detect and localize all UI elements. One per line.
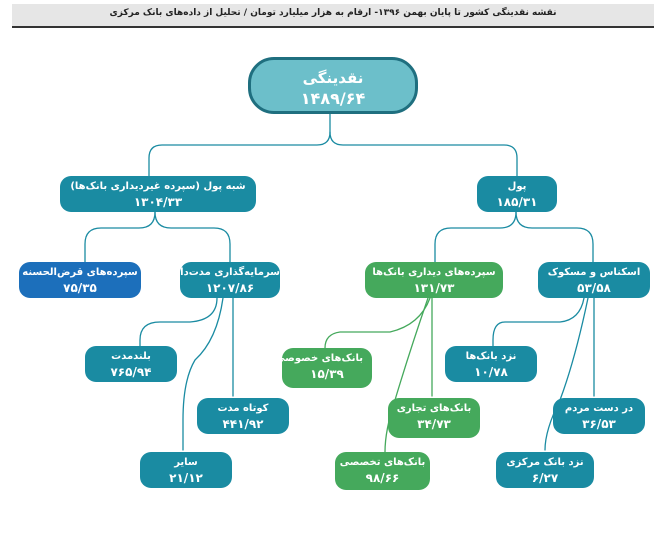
node-label: شبه پول (سپرده غیردیداری بانک‌ها)	[70, 181, 246, 192]
connector-notes-banks	[492, 297, 585, 347]
node-label: اسکناس و مسکوک	[547, 267, 641, 278]
node-short-term: کوتاه مدت ۴۴۱/۹۲	[197, 398, 289, 434]
connector-root-quasi	[148, 113, 331, 177]
connector-demand-specialized	[384, 297, 429, 453]
node-quasi-money: شبه پول (سپرده غیردیداری بانک‌ها) ۱۳۰۴/۳…	[60, 176, 256, 212]
node-label: کوتاه مدت	[217, 403, 269, 414]
node-label: بانک‌های خصوصی	[275, 353, 363, 364]
node-value: ۷۶۵/۹۴	[110, 365, 152, 379]
connector-money-demand	[434, 211, 517, 263]
node-label: پول	[507, 181, 527, 192]
node-qard-deposits: سپرده‌های قرض‌الحسنه ۷۵/۳۵	[19, 262, 141, 298]
node-value: ۳۴/۷۳	[417, 417, 451, 431]
node-label: بانک‌های تخصصی	[339, 457, 426, 468]
node-at-central-bank: نزد بانک مرکزی ۶/۲۷	[496, 452, 594, 488]
node-label: نزد بانک مرکزی	[506, 457, 584, 468]
connector-demand-private	[324, 297, 431, 349]
node-liquidity: نقدینگی ۱۴۸۹/۶۴	[248, 57, 418, 114]
node-specialized-banks: بانک‌های تخصصی ۹۸/۶۶	[335, 452, 430, 490]
node-long-term: بلندمدت ۷۶۵/۹۴	[85, 346, 177, 382]
node-value: ۱۳۱/۷۳	[413, 281, 455, 295]
node-commercial-banks: بانک‌های تجاری ۳۴/۷۳	[388, 398, 480, 438]
node-value: ۱۵/۳۹	[310, 367, 344, 381]
node-value: ۹۸/۶۶	[365, 471, 400, 485]
node-label: نقدینگی	[302, 69, 364, 87]
node-label: نزد بانک‌ها	[465, 351, 517, 362]
node-other: سایر ۲۱/۱۲	[140, 452, 232, 488]
node-label: بانک‌های تجاری	[396, 403, 472, 414]
node-value: ۴۴۱/۹۲	[222, 417, 264, 431]
connector-money-notes	[515, 211, 594, 263]
node-term-investment: سرمایه‌گذاری مدت‌دار ۱۲۰۷/۸۶	[174, 262, 280, 298]
connector-quasi-qard	[84, 211, 156, 263]
node-private-banks: بانک‌های خصوصی ۱۵/۳۹	[275, 348, 372, 388]
node-value: ۵۳/۵۸	[577, 281, 611, 295]
connector-invest-long	[139, 297, 218, 349]
node-value: ۱۳۰۴/۳۳	[133, 195, 183, 209]
node-at-banks: نزد بانک‌ها ۱۰/۷۸	[445, 346, 537, 382]
node-in-public: در دست مردم ۳۶/۵۳	[553, 398, 645, 434]
connector-quasi-invest	[154, 211, 231, 263]
node-label: در دست مردم	[564, 403, 634, 414]
node-value: ۱۰/۷۸	[474, 365, 508, 379]
node-label: سایر	[174, 457, 198, 468]
node-label: سپرده‌های دیداری بانک‌ها	[372, 267, 496, 278]
node-notes-coins: اسکناس و مسکوک ۵۳/۵۸	[538, 262, 650, 298]
node-value: ۱۴۸۹/۶۴	[300, 89, 366, 108]
node-value: ۲۱/۱۲	[169, 471, 203, 485]
connector-root-money	[329, 131, 518, 177]
node-value: ۷۵/۳۵	[63, 281, 97, 295]
node-value: ۳۶/۵۳	[582, 417, 616, 431]
connector-notes-cb	[544, 297, 589, 451]
connector-invest-other	[182, 297, 224, 451]
node-money: پول ۱۸۵/۳۱	[477, 176, 557, 212]
node-label: سرمایه‌گذاری مدت‌دار	[174, 267, 280, 278]
node-label: سپرده‌های قرض‌الحسنه	[22, 267, 138, 278]
node-demand-deposits: سپرده‌های دیداری بانک‌ها ۱۳۱/۷۳	[365, 262, 503, 298]
header-title: نقشه نقدینگی کشور تا پایان بهمن ۱۳۹۶- ار…	[109, 8, 557, 18]
node-value: ۶/۲۷	[531, 471, 559, 485]
node-label: بلندمدت	[111, 351, 151, 362]
header-bar: نقشه نقدینگی کشور تا پایان بهمن ۱۳۹۶- ار…	[12, 4, 654, 28]
node-value: ۱۲۰۷/۸۶	[205, 281, 255, 295]
node-value: ۱۸۵/۳۱	[496, 195, 538, 209]
